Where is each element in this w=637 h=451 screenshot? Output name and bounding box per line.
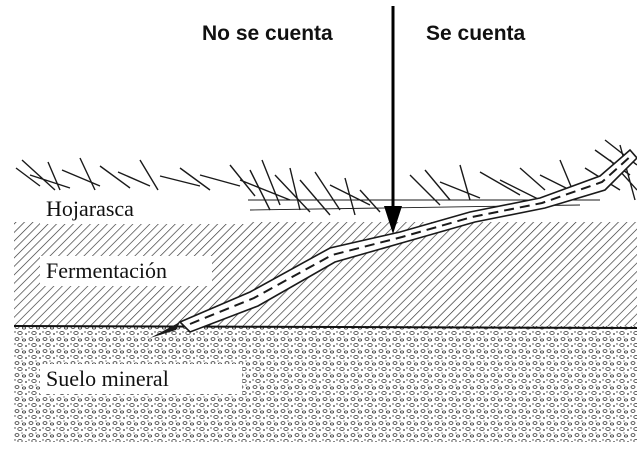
litter-layer-label: Hojarasca [40, 194, 248, 224]
fermentation-layer-label: Fermentación [40, 256, 212, 286]
twig-tip [150, 322, 180, 338]
divider-arrow-head [384, 206, 402, 234]
buried-twig [178, 148, 637, 333]
twig-center-dashes [189, 154, 633, 325]
not-counted-label: No se cuenta [202, 22, 333, 45]
fermentation-boundary-line [13, 325, 637, 329]
mineral-soil-layer-label: Suelo mineral [40, 364, 242, 394]
counted-label: Se cuenta [426, 22, 526, 45]
